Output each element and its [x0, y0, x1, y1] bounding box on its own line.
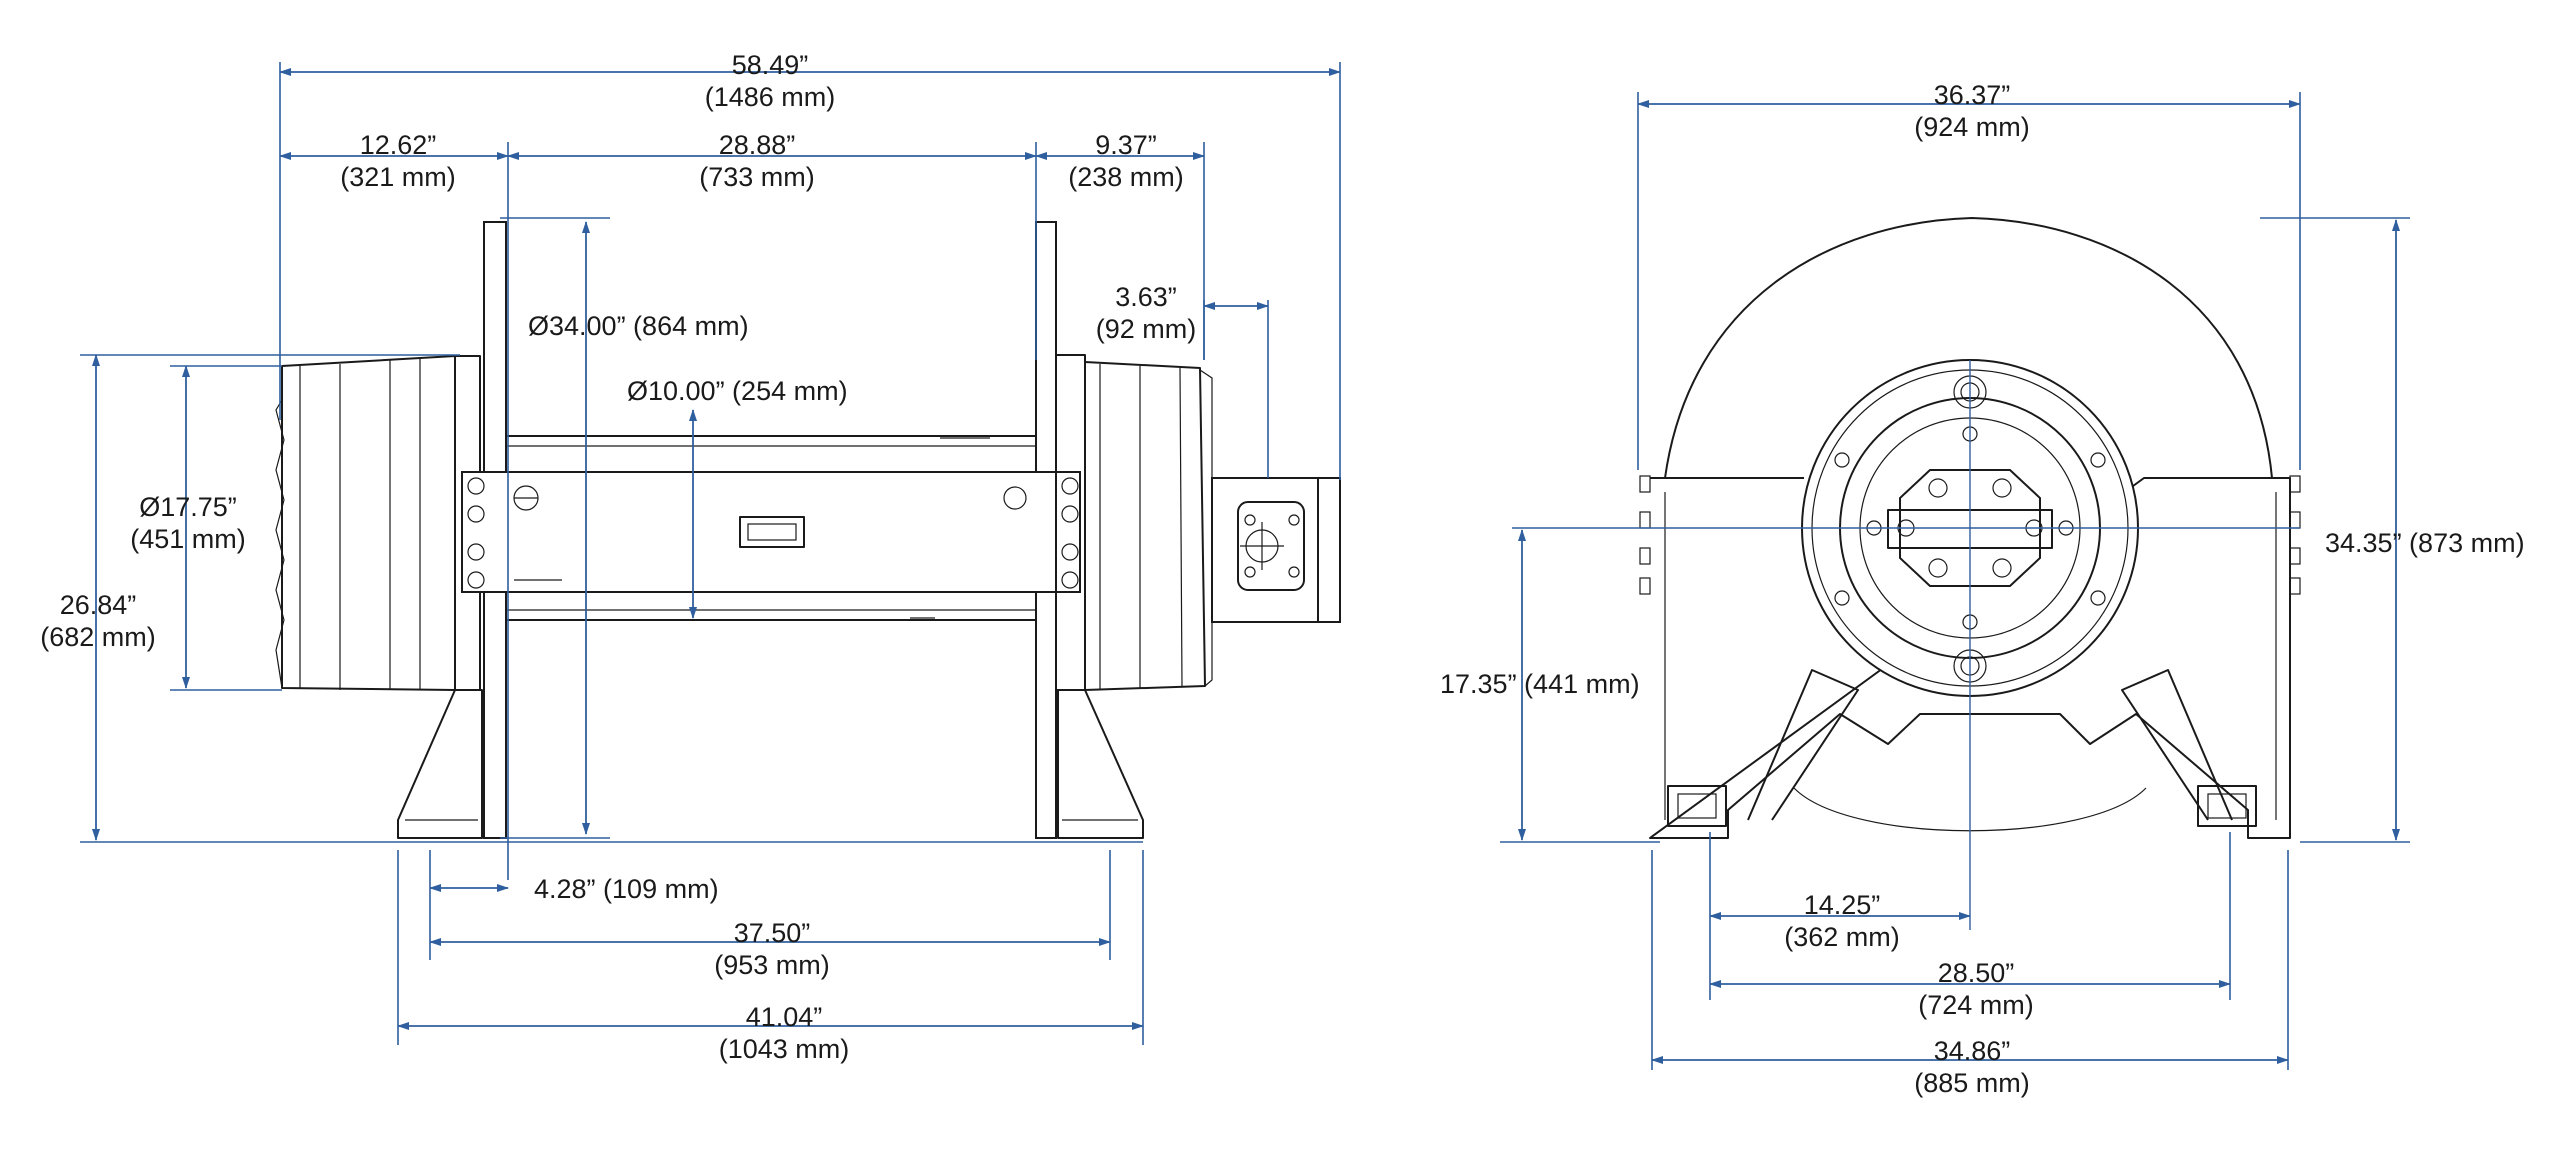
base-width-mm: (885 mm) [1914, 1068, 2030, 1098]
side-bolts [1639, 475, 2301, 595]
flange-offset-label: 4.28” (109 mm) [534, 874, 719, 904]
side-view [275, 221, 1341, 839]
motor-section-mm: (321 mm) [340, 162, 456, 192]
mount-span-inches: 37.50” [734, 918, 811, 948]
drum-length-mm: (733 mm) [699, 162, 815, 192]
motor-housing [275, 355, 481, 691]
left-foot-pad [1667, 785, 1727, 827]
end-overall-height-label: 34.35” (873 mm) [2325, 528, 2525, 558]
end-frame [1649, 477, 2291, 839]
base-length-mm: (1043 mm) [719, 1034, 850, 1064]
overall-length-inches: 58.49” [732, 50, 809, 80]
half-bolt-span-mm: (362 mm) [1784, 922, 1900, 952]
motor-section-inches: 12.62” [360, 130, 437, 160]
flange-outline [1664, 217, 2273, 479]
drum-diameter-label: Ø10.00” (254 mm) [627, 376, 848, 406]
motor-diameter-inches: Ø17.75” [139, 492, 237, 522]
right-support-stand [1057, 689, 1144, 839]
drum-length-inches: 28.88” [719, 130, 796, 160]
end-overall-width-inches: 36.37” [1934, 80, 2011, 110]
center-height-label: 17.35” (441 mm) [1440, 669, 1640, 699]
overall-height-inches: 26.84” [60, 590, 137, 620]
brake-section-mm: (238 mm) [1068, 162, 1184, 192]
end-overall-width-mm: (924 mm) [1914, 112, 2030, 142]
overall-length-mm: (1486 mm) [705, 82, 836, 112]
bolt-span-mm: (724 mm) [1918, 990, 2034, 1020]
right-gusset [2121, 669, 2233, 821]
motor-diameter-mm: (451 mm) [130, 524, 246, 554]
bolt-span-inches: 28.50” [1938, 958, 2015, 988]
left-gusset [1747, 669, 1859, 821]
side-view-dimensions: 58.49” (1486 mm) 12.62” (321 mm) 28.88” … [40, 50, 1341, 1064]
end-view-dimensions: 36.37” (924 mm) 34.35” (873 mm) 17.35” (… [1440, 80, 2525, 1098]
left-support-stand [397, 689, 483, 839]
right-foot-pad [2197, 785, 2257, 827]
brake-offset-inches: 3.63” [1115, 282, 1177, 312]
brake-section-inches: 9.37” [1095, 130, 1157, 160]
tie-bar [461, 471, 1081, 593]
base-width-inches: 34.86” [1934, 1036, 2011, 1066]
half-bolt-span-inches: 14.25” [1804, 890, 1881, 920]
flange-diameter-label: Ø34.00” (864 mm) [528, 311, 749, 341]
overall-height-mm: (682 mm) [40, 622, 156, 652]
cable-drum [506, 435, 1038, 621]
brake-offset-mm: (92 mm) [1096, 314, 1197, 344]
base-length-inches: 41.04” [746, 1002, 823, 1032]
mount-span-mm: (953 mm) [714, 950, 830, 980]
end-motor [1211, 477, 1341, 623]
